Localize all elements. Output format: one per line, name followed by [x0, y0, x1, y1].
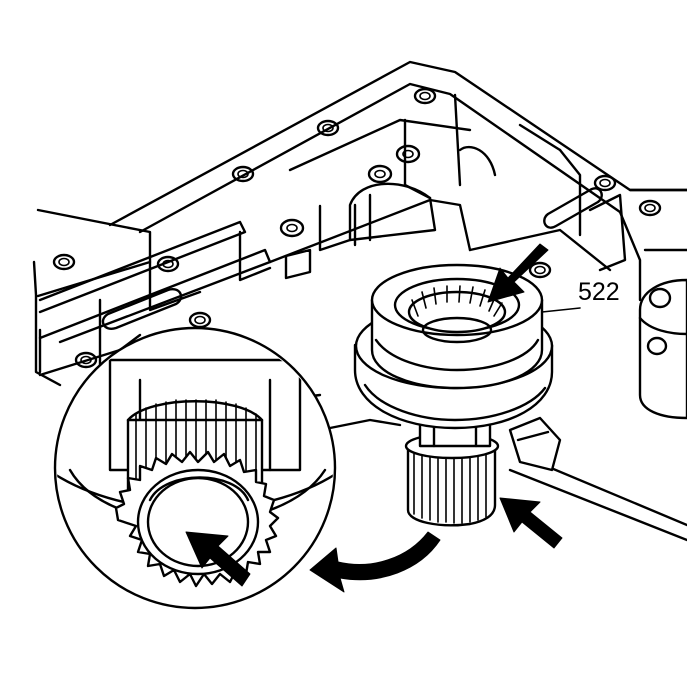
part-number-callout: 522 [578, 278, 620, 306]
gear-end-face [114, 450, 280, 588]
shaft-splines [413, 453, 487, 524]
arrow-icon-top [487, 243, 549, 303]
magnified-detail [53, 326, 337, 610]
internal-splines [411, 285, 503, 317]
arrow-icon [185, 243, 563, 587]
callout-leader [541, 307, 581, 313]
arrow-icon-detail [185, 531, 251, 587]
arrow-icon-shaft [499, 497, 563, 549]
adjacent-bore [638, 278, 687, 420]
gear-assembly-522 [353, 263, 581, 527]
curved-arrow-icon [309, 531, 441, 593]
transmission-case [32, 60, 687, 542]
